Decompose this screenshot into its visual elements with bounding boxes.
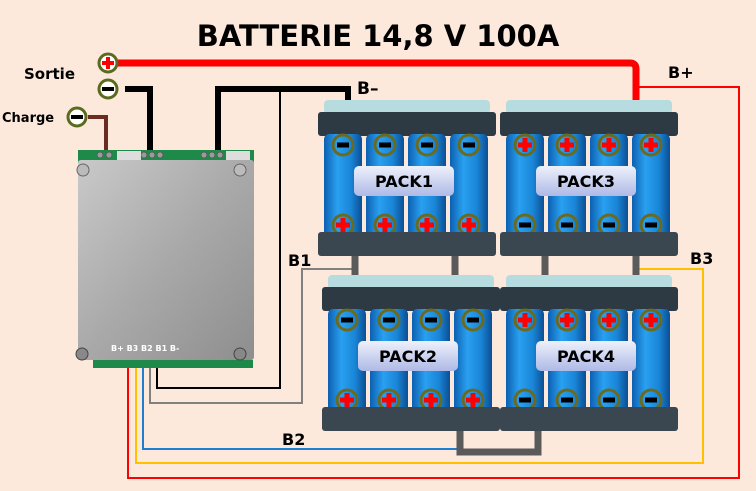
battery-pack-2: PACK2 [322, 275, 500, 431]
pack-pcb [328, 275, 494, 289]
positive-terminal-icon [555, 133, 579, 157]
positive-terminal-icon [555, 308, 579, 332]
charge-label: Charge [2, 111, 54, 126]
label-b3: B3 [690, 249, 713, 268]
screw-icon [75, 347, 89, 361]
pack-label-bg [536, 166, 636, 196]
pack-top-holder [322, 287, 500, 311]
pack-bottom-holder [500, 407, 678, 431]
positive-terminal-icon [597, 308, 621, 332]
charge-minus-terminal[interactable] [66, 106, 88, 128]
battery-cell [324, 134, 362, 242]
pack-label-bg [536, 341, 636, 371]
pack-top-holder [500, 287, 678, 311]
negative-terminal-icon [457, 133, 481, 157]
positive-terminal-icon [513, 133, 537, 157]
positive-terminal-icon [597, 133, 621, 157]
screw-icon [233, 163, 247, 177]
battery-pack-3: PACK3 [500, 100, 678, 256]
bms-connector-label: B+ B3 B2 B1 B- [111, 344, 179, 353]
pack-label: PACK3 [557, 172, 615, 191]
battery-cell [506, 134, 544, 242]
pack-top-holder [318, 112, 496, 136]
battery-pack-1: PACK1 [318, 100, 496, 256]
pack-bottom-holder [322, 407, 500, 431]
pack-label: PACK2 [379, 347, 437, 366]
negative-terminal-icon [377, 308, 401, 332]
positive-terminal-icon [513, 308, 537, 332]
battery-cell [454, 309, 492, 417]
label-b1: B1 [288, 251, 311, 270]
wire-charge [88, 115, 108, 156]
wire-b1 [149, 268, 355, 404]
battery-cell [632, 134, 670, 242]
negative-terminal-icon [331, 133, 355, 157]
pack-pcb [506, 100, 672, 114]
positive-terminal-icon [639, 308, 663, 332]
pack-label-bg [354, 166, 454, 196]
battery-cell [328, 309, 366, 417]
negative-terminal-icon [415, 133, 439, 157]
wire-b3 [135, 268, 704, 464]
pack-pcb [506, 275, 672, 289]
negative-terminal-icon [335, 308, 359, 332]
pack-label-bg [358, 341, 458, 371]
sortie-label: Sortie [24, 65, 75, 83]
pack-pcb [324, 100, 490, 114]
pack-label: PACK4 [557, 347, 615, 366]
pack-top-holder [500, 112, 678, 136]
pack-bottom-holder [318, 232, 496, 256]
pack-label: PACK1 [375, 172, 433, 191]
screw-icon [76, 163, 90, 177]
battery-cell [450, 134, 488, 242]
label-b-plus: B+ [668, 63, 694, 82]
negative-terminal-icon [461, 308, 485, 332]
balance-wires [127, 86, 740, 479]
wire-bplus-thin [127, 86, 740, 479]
wire-main-positive [118, 59, 640, 104]
wire-b2 [142, 368, 460, 450]
wire-bminus-thin [156, 91, 281, 389]
label-b2: B2 [282, 430, 305, 449]
bms-board: B+ B3 B2 B1 B- [75, 150, 254, 368]
negative-terminal-icon [419, 308, 443, 332]
screw-icon [233, 347, 247, 361]
pack-bottom-holder [500, 232, 678, 256]
wire-sortie-negative [125, 86, 153, 156]
sortie-minus-terminal[interactable] [97, 78, 119, 100]
positive-terminal-icon [639, 133, 663, 157]
battery-cell [632, 309, 670, 417]
diagram-title: BATTERIE 14,8 V 100A [197, 19, 560, 53]
label-b-minus: B– [357, 79, 378, 99]
negative-terminal-icon [373, 133, 397, 157]
battery-pack-4: PACK4 [500, 275, 678, 431]
sortie-plus-terminal[interactable] [97, 52, 119, 74]
battery-cell [506, 309, 544, 417]
